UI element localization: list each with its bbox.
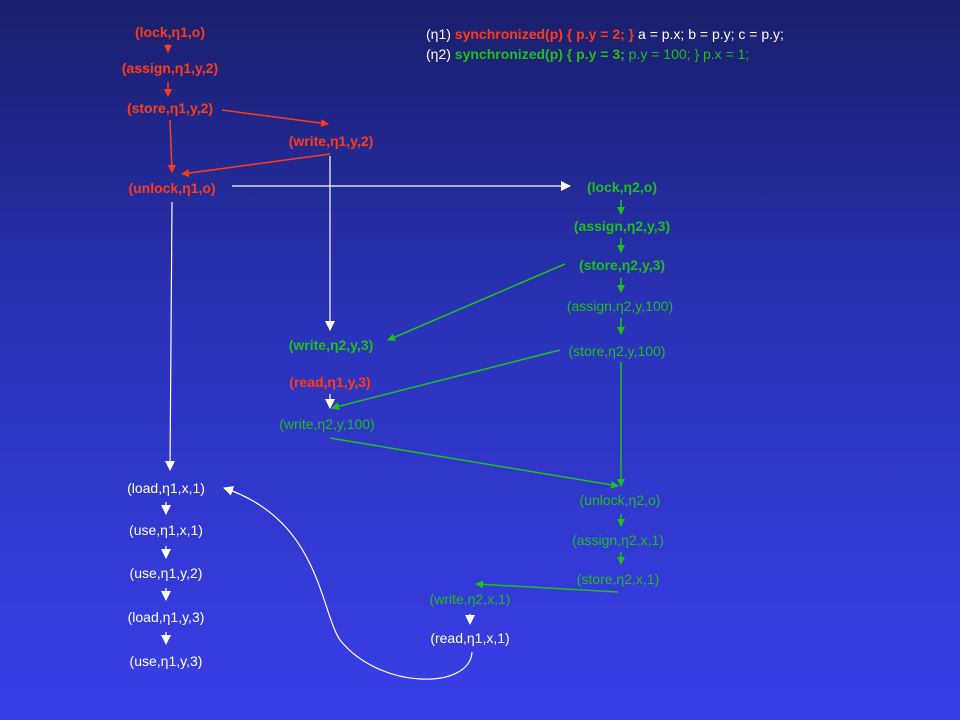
code-tag-1: (η1): [426, 26, 451, 42]
node-read-t1-3: (read,η1,y,3): [289, 374, 371, 390]
code-sync-1: synchronized(p) { p.y = 2; }: [454, 26, 635, 42]
code-tag-2: (η2): [426, 46, 451, 62]
node-assign-t2-x: (assign,η2,x,1): [572, 532, 664, 548]
node-unlock-t2: (unlock,η2,o): [579, 492, 661, 508]
edge-read-x-load-x: [223, 486, 473, 680]
edge-store1-write1: [221, 109, 329, 128]
node-assign-t2: (assign,η2,y,3): [573, 218, 671, 234]
edge-write1-unlock1: [181, 153, 331, 178]
node-lock-t2: (lock,η2,o): [586, 179, 658, 195]
node-write-t2-x: (write,η2,x,1): [429, 591, 511, 607]
code-rest-1: a = p.x; b = p.y; c = p.y;: [638, 26, 784, 42]
node-store-t2-100: (store,η2,y,100): [568, 343, 666, 359]
edge-write100-unlock2: [329, 437, 619, 489]
code-sync-2: synchronized(p) { p.y = 3;: [454, 46, 625, 62]
node-use-y3: (use,η1,y,3): [129, 653, 203, 669]
code-rest-2: p.y = 100; } p.x = 1;: [628, 46, 750, 62]
node-store-t1: (store,η1,y,2): [126, 100, 214, 116]
node-load-y3: (load,η1,y,3): [127, 609, 205, 625]
node-lock-t1: (lock,η1,o): [134, 24, 206, 40]
node-write-t2-100: (write,η2,y,100): [279, 416, 375, 432]
code-line-thread1: (η1) synchronized(p) { p.y = 2; } a = p.…: [426, 26, 784, 42]
node-unlock-t1: (unlock,η1,o): [128, 180, 216, 196]
edge-store1-unlock1: [167, 119, 176, 173]
node-store-t2-x: (store,η2,x,1): [576, 571, 660, 587]
node-read-t1-x: (read,η1,x,1): [430, 630, 510, 646]
edge-store100-write100: [331, 349, 561, 411]
code-line-thread2: (η2) synchronized(p) { p.y = 3; p.y = 10…: [426, 46, 749, 62]
edge-unlock1-load1: [165, 201, 176, 471]
node-write-t2-3: (write,η2,y,3): [288, 337, 374, 353]
node-use-x: (use,η1,x,1): [129, 522, 203, 538]
node-assign-t2-100: (assign,η2,y,100): [566, 298, 674, 314]
node-write-t1: (write,η1,y,2): [288, 133, 374, 149]
node-assign-t1: (assign,η1,y,2): [121, 60, 219, 76]
edge-store2-write2: [387, 263, 566, 341]
node-use-y2: (use,η1,y,2): [129, 565, 203, 581]
edge-storex-writex: [475, 580, 619, 593]
node-store-t2: (store,η2,y,3): [578, 257, 666, 273]
node-load-x: (load,η1,x,1): [127, 480, 205, 496]
